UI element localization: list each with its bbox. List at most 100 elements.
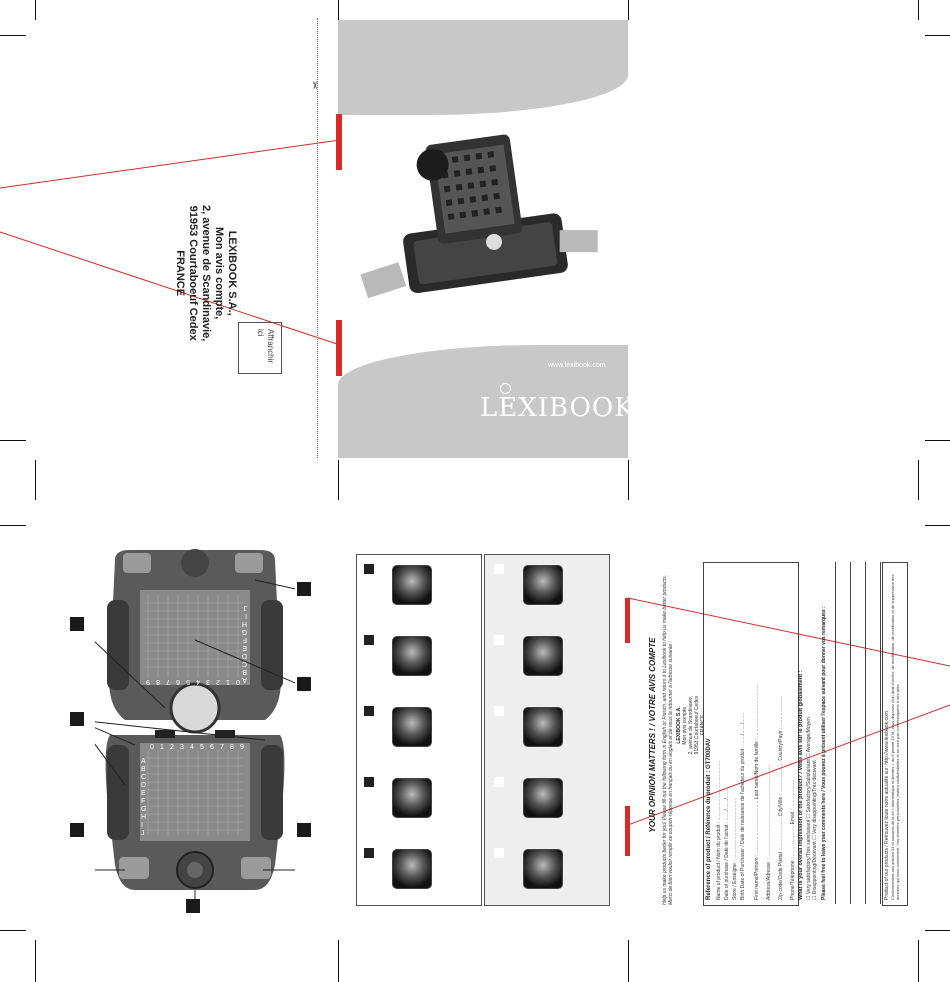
globe-icon (500, 383, 511, 394)
mailing-address: LEXIBOOK S.A., Mon avis compte, 2, avenu… (173, 205, 238, 341)
cover-top-band (338, 20, 628, 115)
board-letter-label: D (242, 652, 247, 659)
hero-card (392, 565, 432, 605)
hero-card (523, 778, 563, 818)
hero-panel-left (356, 554, 482, 906)
board-number-label: 6 (210, 744, 214, 751)
registered-mark: ® (634, 393, 646, 404)
hero-marker (494, 635, 504, 645)
address-line: Mon avis compte, (213, 227, 225, 320)
address-line: LEXIBOOK S.A., (226, 230, 238, 316)
board-number-label: 8 (156, 678, 160, 685)
brand-logo: LEXIBOOK® (480, 393, 646, 423)
hero-card (523, 707, 563, 747)
form-address: LEXIBOOK S.A. Mon avis compte, 2, avenue… (676, 675, 706, 775)
board-number-label: 0 (150, 744, 154, 751)
callout-box (297, 677, 311, 691)
impression-question: What is your overall impression of the p… (798, 670, 804, 900)
board-letter-label: B (242, 668, 247, 675)
board-letter-label: J (244, 604, 248, 611)
option-label: Average/Moyen (806, 717, 812, 753)
field-store[interactable]: Store / Enseigne : .....................… (732, 799, 738, 900)
board-letter-label: E (242, 644, 247, 651)
board-number-label: 1 (160, 744, 164, 751)
hero-marker (494, 848, 504, 858)
board-letter-label: H (242, 620, 247, 627)
option-checkbox[interactable]: ☐ (812, 834, 818, 840)
hero-card (392, 778, 432, 818)
accent-bar (336, 114, 342, 170)
board-number-label: 4 (190, 744, 194, 751)
hero-marker (364, 564, 374, 574)
form-box (703, 562, 799, 906)
impression-section: What is your overall impression of the p… (798, 565, 827, 900)
address-line: 2, avenue de Scandinavie, (200, 205, 212, 342)
hero-card (523, 849, 563, 889)
board-letter-label: F (141, 798, 145, 805)
form-intro: Help us make products better for you! Pl… (662, 565, 674, 905)
reference-label: Reference of product / Référence du prod… (706, 738, 712, 900)
option-checkbox[interactable]: ☐ (812, 894, 818, 900)
board-number-label: 3 (180, 744, 184, 751)
scissors-icon: ✂ (308, 81, 320, 90)
hero-marker (364, 777, 374, 787)
address-line: 91953 Courtaboeuf Cedex (187, 205, 199, 341)
board-letter-label: A (242, 676, 247, 683)
product-photo (360, 134, 598, 299)
field-zip-city-country[interactable]: Zip code/Code Postal : .................… (778, 695, 784, 900)
hero-card (523, 636, 563, 676)
board-letter-label: A (141, 758, 146, 765)
field-first-last-name[interactable]: First name/Prénom : ....................… (754, 684, 760, 900)
board-number-label: 8 (230, 744, 234, 751)
board-letter-label: C (242, 660, 247, 667)
form-fields: Reference of product / Référence du prod… (706, 565, 802, 900)
stamp-text: ici (256, 329, 265, 337)
form-title: YOUR OPINION MATTERS ! / VOTRE AVIS COMP… (648, 637, 657, 833)
hero-marker (494, 777, 504, 787)
hero-card (392, 636, 432, 676)
callout-box (186, 899, 200, 913)
accent-bar (625, 598, 630, 643)
feedback-form: YOUR OPINION MATTERS ! / VOTRE AVIS COMP… (648, 560, 657, 910)
hero-card (392, 707, 432, 747)
fold-line (317, 18, 318, 458)
board-letter-label: H (141, 814, 146, 821)
board-number-label: 9 (146, 678, 150, 685)
form-footer: Product of our products / Retrouvez tout… (884, 565, 900, 901)
hero-card (523, 565, 563, 605)
board-number-label: 6 (176, 678, 180, 685)
comments-label: Please feel free to leave your comments … (821, 606, 827, 900)
callout-box (70, 712, 84, 726)
accent-bar (625, 806, 630, 856)
board-letter-label: C (141, 774, 146, 781)
callout-box (297, 823, 311, 837)
field-address[interactable]: Address/Adresse : ......................… (766, 764, 772, 900)
hero-marker (364, 706, 374, 716)
board-letter-label: I (141, 822, 143, 829)
board-number-label: 7 (166, 678, 170, 685)
option-label: Disappointing/Décevant (812, 841, 818, 895)
board-number-label: 7 (220, 744, 224, 751)
brand-name: LEXIBOOK (480, 393, 635, 423)
board-letter-label: F (243, 636, 247, 643)
footer-box (882, 562, 908, 906)
board-letter-label: B (141, 766, 146, 773)
option-checkbox[interactable]: ☐ (806, 752, 812, 758)
board-letter-label: I (245, 612, 247, 619)
hero-marker (494, 564, 504, 574)
callout-box (70, 617, 84, 631)
hero-marker (364, 635, 374, 645)
stamp-box: Affranchir ici (238, 322, 282, 374)
field-name[interactable]: Name of product / Nom du produit : .....… (716, 760, 722, 900)
board-number-label: 2 (170, 744, 174, 751)
cover-bottom-band (338, 345, 628, 458)
field-birthdate[interactable]: Birth Date of Purchaser / Date de naissa… (740, 712, 746, 900)
board-letter-label: D (141, 782, 146, 789)
board-number-label: 0 (236, 678, 240, 685)
url-text: www.lexibook.com (548, 362, 606, 369)
board-number-label: 5 (200, 744, 204, 751)
field-date[interactable]: Date of purchase / Date de l'achat : ...… (724, 788, 730, 900)
board-letter-label: J (141, 830, 145, 837)
